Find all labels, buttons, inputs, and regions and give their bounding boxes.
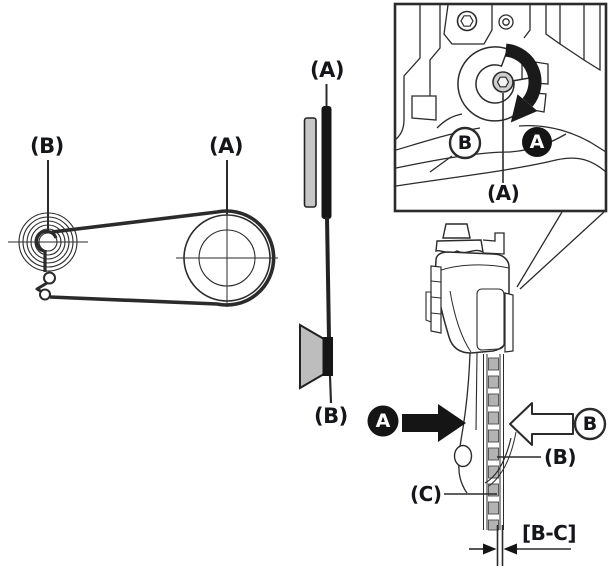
body-side-panel <box>476 288 505 351</box>
inset-screw-label: (A) <box>487 181 520 205</box>
guide-curve-inner <box>488 431 517 487</box>
chain-rails <box>483 354 504 530</box>
body-top-contour <box>437 264 510 272</box>
cage-inner-edge <box>475 352 478 431</box>
top-view-rear-sprocket-label: (B) <box>30 134 64 158</box>
rotate-arrow-head <box>510 94 538 123</box>
left-bracket-ticks <box>430 280 442 315</box>
chain-slant-line <box>325 216 331 340</box>
inset-direction-a-badge: A <box>529 131 545 153</box>
clamp-band <box>435 239 484 254</box>
chain-path <box>49 209 276 307</box>
inset-direction-b-badge: B <box>457 132 473 154</box>
push-arrow-a-icon <box>402 404 466 442</box>
support-washer-arc <box>457 46 533 122</box>
direction-b-circle <box>448 126 482 160</box>
chain-wrap-arc <box>34 229 58 253</box>
pivot-bolt-icon <box>456 10 478 32</box>
rotate-arrow-icon <box>504 43 542 107</box>
inset-frame <box>393 2 608 213</box>
side-view-direction-b-badge: B <box>582 413 598 435</box>
direction-a-disc <box>367 405 399 437</box>
link-screw-center <box>502 18 510 26</box>
derailleur-linkage-lines <box>396 5 601 140</box>
outer-plate-label: (B) <box>544 445 577 469</box>
chainring-crosshair <box>176 214 278 307</box>
chain-links <box>488 357 499 531</box>
body-inner-contour <box>449 290 472 353</box>
sprocket-edge-bar <box>322 337 333 376</box>
push-arrow-b-icon <box>509 402 574 446</box>
sprocket-cone <box>299 323 325 390</box>
dimension-extension-lines <box>496 525 504 566</box>
pivot-bolt-hex <box>460 15 474 27</box>
chainline-front-view <box>299 84 333 404</box>
chainring-edge-bar <box>321 106 332 219</box>
link-screw-icon <box>498 14 514 30</box>
rear-sprocket-leader-line <box>328 375 333 404</box>
derailleur-body-outline <box>434 251 510 354</box>
direction-a-disc <box>522 127 552 157</box>
chainline-rear-sprocket-label: (B) <box>314 404 348 428</box>
adjustment-screw-hex <box>496 76 510 88</box>
adjustment-inset <box>393 2 608 213</box>
chain-guide-plate <box>303 117 317 208</box>
clearance-label: [B-C] <box>522 521 577 545</box>
right-plate <box>504 292 514 353</box>
chain-label: (C) <box>410 482 442 506</box>
cable-cap <box>442 223 471 239</box>
jockey-pulley-lower <box>39 288 51 301</box>
clamp-strap <box>482 232 505 255</box>
clearance-dimension <box>469 525 571 566</box>
cage-pivot <box>453 444 473 468</box>
dimension-arrow-right-icon <box>483 543 497 555</box>
left-bracket <box>430 265 442 334</box>
guide-curve-outer <box>484 437 512 484</box>
top-view-chainring-label: (A) <box>209 134 243 158</box>
direction-b-circle <box>573 407 607 441</box>
dimension-arrow-left-icon <box>503 543 517 555</box>
chainline-chainring-label: (A) <box>310 58 344 82</box>
drivetrain-top-view <box>8 160 278 307</box>
inset-callout-lines <box>516 211 605 290</box>
jockey-pulley-upper <box>43 271 56 285</box>
derailleur-side-view <box>367 211 607 566</box>
side-view-direction-a-badge: A <box>375 410 391 432</box>
left-bracket-step <box>425 291 432 323</box>
